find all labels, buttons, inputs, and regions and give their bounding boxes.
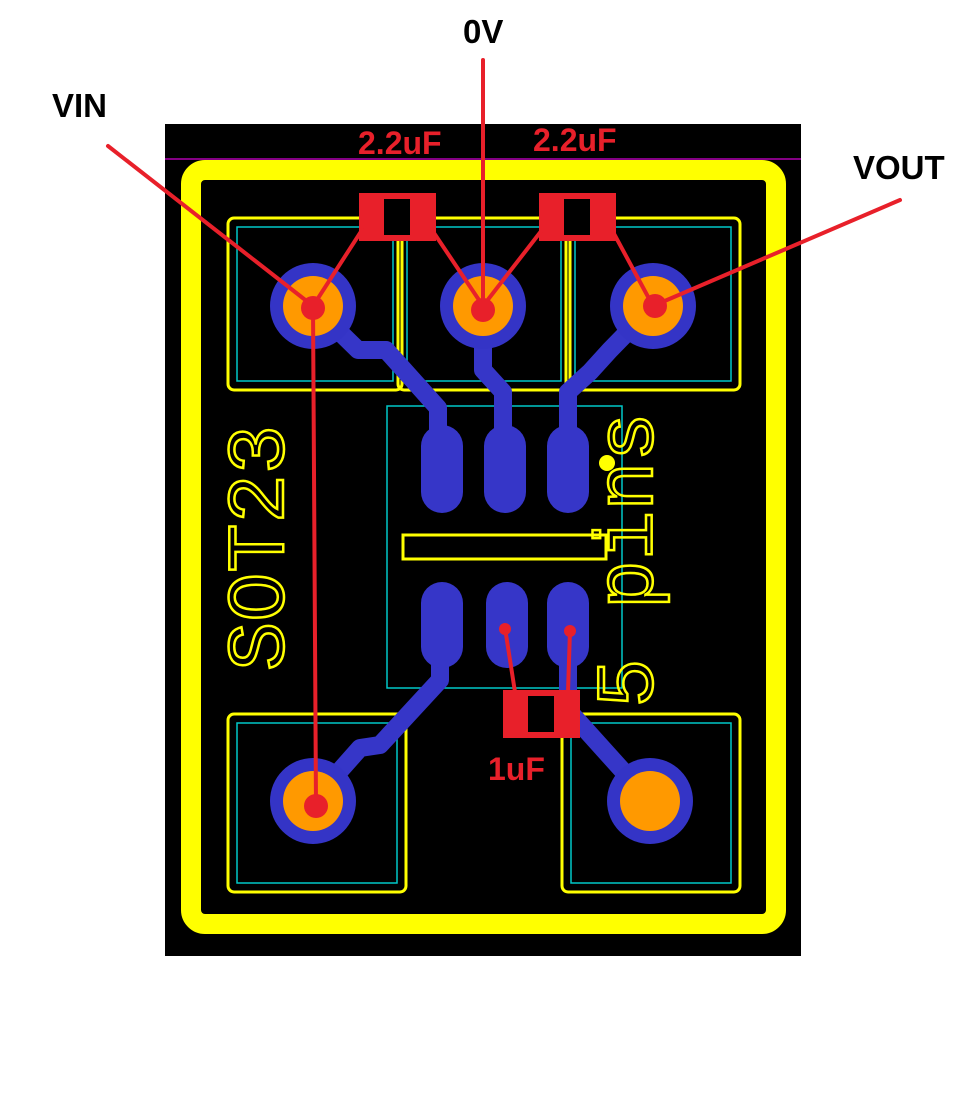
wire-gnd-to-cap-right xyxy=(481,228,544,308)
node-vin xyxy=(301,296,325,320)
svg-text:5 pins: 5 pins xyxy=(584,412,677,707)
wire-vin-to-bottom-pad xyxy=(311,304,318,807)
label-ground: 0V xyxy=(463,13,503,50)
wire-vin-to-cap-left xyxy=(311,228,364,308)
ic-center-marker xyxy=(401,533,608,561)
node-vout xyxy=(643,294,667,318)
silk-pins-label: 5 pins xyxy=(583,411,679,709)
label-cap-right: 2.2uF xyxy=(533,122,617,158)
pad-outline-bottom-right xyxy=(560,712,742,894)
ic-pad-top-3 xyxy=(547,425,589,513)
label-vout: VOUT xyxy=(853,149,945,186)
svg-text:SOT23: SOT23 xyxy=(215,425,308,671)
leader-vin xyxy=(106,144,315,308)
wire-cap-left-to-gnd xyxy=(430,228,485,308)
capacitor-right xyxy=(539,193,616,241)
pad-outline-top-right xyxy=(564,216,742,392)
node-bottom-left xyxy=(304,794,328,818)
label-cap-bottom: 1uF xyxy=(488,751,545,787)
ic-pad-top-1 xyxy=(421,425,463,513)
ic-pad-bottom-1 xyxy=(421,582,463,668)
pin1-dot xyxy=(599,455,615,471)
capacitor-bottom xyxy=(503,690,580,738)
node-ic-pin-b xyxy=(564,625,576,637)
ic-pad-top-2 xyxy=(484,425,526,513)
ic-pad-bottom-3 xyxy=(547,582,589,668)
wire-ic-to-cap-bottom-b xyxy=(566,628,572,694)
silk-package-label: SOT23 xyxy=(214,424,310,673)
pad-bottom-right xyxy=(607,758,693,844)
leader-vout xyxy=(651,198,902,308)
wire-cap-right-to-vout xyxy=(610,228,655,308)
capacitor-left xyxy=(359,193,436,241)
label-vin: VIN xyxy=(52,87,107,124)
wire-ic-to-cap-bottom-a xyxy=(503,626,517,694)
node-ic-pin-a xyxy=(499,623,511,635)
node-ground xyxy=(471,298,495,322)
label-cap-left: 2.2uF xyxy=(358,125,442,161)
